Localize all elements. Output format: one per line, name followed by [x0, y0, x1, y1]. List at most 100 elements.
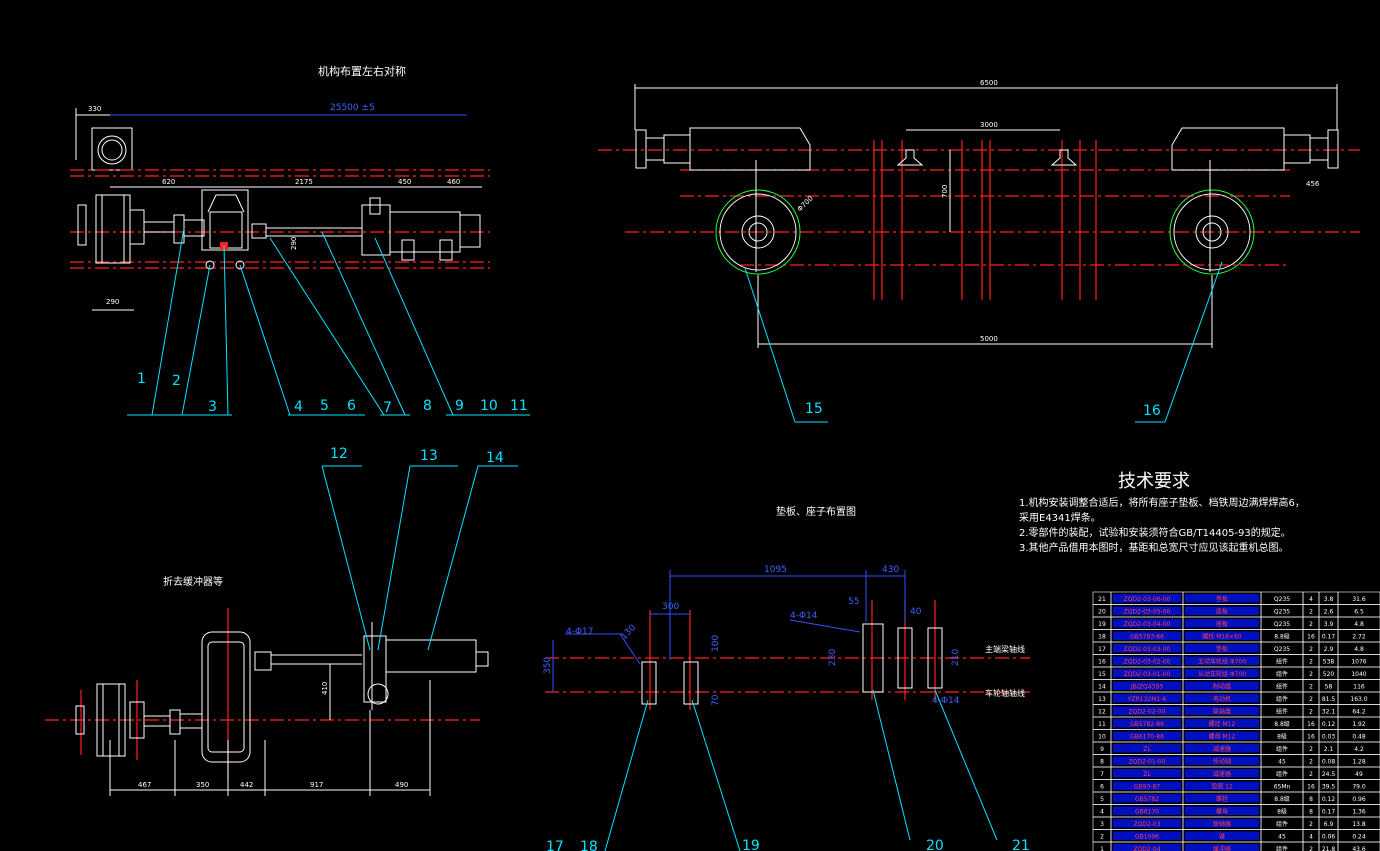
bom-cell: 16: [1307, 634, 1315, 641]
hole-1: 4-Φ17: [566, 627, 594, 637]
bom-cell: 电动机: [1213, 695, 1231, 703]
bom-cell: 2: [1309, 684, 1313, 691]
bom-cell: Q235: [1274, 609, 1290, 616]
bom-cell: 116: [1353, 684, 1365, 691]
bom-cell: 0.48: [1352, 734, 1366, 741]
leaders-mid: [321, 465, 518, 651]
callout-21: 21: [1012, 838, 1030, 851]
bom-cell: ZL: [1143, 746, 1151, 753]
bom-cell: Q235: [1274, 621, 1290, 628]
bom-cell: JB/ZQ4393: [1130, 684, 1163, 691]
bom-cell: 39.5: [1322, 784, 1336, 791]
callout-8: 8: [423, 398, 432, 414]
bom-cell: ZQD2-03-04-00: [1124, 621, 1171, 628]
bom-cell: 520: [1323, 671, 1335, 678]
dim-430: 430: [882, 565, 899, 575]
dim-70: 70: [711, 694, 721, 706]
bom-cell: 螺母: [1216, 808, 1228, 816]
bom-cell: 1.36: [1352, 809, 1366, 816]
bom-cell: 减速器: [1213, 745, 1231, 753]
title-folded-view: 折去缓冲器等: [163, 575, 223, 588]
bom-cell: 键: [1219, 833, 1225, 841]
bom-cell: 螺母 M12: [1209, 733, 1236, 741]
title-mechanism-layout: 机构布置左右对称: [318, 64, 406, 78]
bom-cell: 2: [1309, 659, 1313, 666]
bom-cell: 6: [1100, 784, 1104, 791]
bom-cell: 31.6: [1352, 596, 1366, 603]
bom-cell: 19: [1098, 621, 1106, 628]
bom-cell: Q235: [1274, 646, 1290, 653]
bom-cell: 0.17: [1322, 634, 1336, 641]
bom-cell: 8.8级: [1274, 633, 1290, 641]
bom-cell: 2: [1309, 696, 1313, 703]
title-pad-layout: 垫板、座子布置图: [776, 505, 856, 518]
bom-cell: 20: [1098, 609, 1106, 616]
bom-cell: 16: [1098, 659, 1106, 666]
hole-2: 4-Φ14: [790, 611, 818, 621]
bom-cell: 传动轴: [1213, 758, 1231, 766]
bom-cell: ZQD2-03-02-00: [1124, 659, 1171, 666]
bom-cell: 2: [1309, 671, 1313, 678]
bom-cell: 组件: [1276, 770, 1288, 778]
bom-cell: 2.6: [1324, 609, 1334, 616]
bom-cell: 11: [1098, 721, 1106, 728]
bom-cell: 2.1: [1324, 746, 1334, 753]
bom-cell: 0.06: [1322, 834, 1336, 841]
label-main-axis: 主端梁轴线: [985, 644, 1025, 654]
dim-overall: 6500: [980, 79, 998, 87]
dim-bl-1: 467: [138, 781, 151, 789]
tech-requirements: 技术要求 1.机构安装调整合适后，将所有座子垫板、档铁周边满焊焊高6， 采用E4…: [1019, 471, 1305, 554]
bom-cell: 3: [1100, 821, 1104, 828]
tech-line-2: 采用E4341焊条。: [1019, 511, 1101, 524]
bom-cell: 58: [1325, 684, 1333, 691]
leaders-top-left: [127, 227, 530, 416]
top-right-view: 6500 3000: [598, 79, 1360, 348]
bom-cell: 0.12: [1322, 721, 1336, 728]
bom-cell: 组件: [1276, 708, 1288, 716]
bom-cell: ZQD2-03-05-00: [1124, 609, 1171, 616]
bom-cell: 组件: [1276, 845, 1288, 851]
bom-cell: 8级: [1277, 733, 1287, 741]
bom-cell: 13: [1098, 696, 1106, 703]
bom-cell: 1076: [1351, 659, 1366, 666]
leaders-bottom: [604, 689, 998, 851]
bom-cell: 垫圈 12: [1211, 783, 1233, 791]
dim-210: 210: [951, 649, 961, 666]
callout-20: 20: [926, 838, 944, 851]
bom-cell: 座板: [1216, 620, 1228, 628]
bom-cell: 2: [1309, 821, 1313, 828]
bom-cell: 联轴器: [1213, 820, 1231, 828]
tech-heading: 技术要求: [1118, 471, 1190, 492]
leaders-top-right: [744, 261, 1223, 423]
bom-cell: 32.1: [1322, 709, 1336, 716]
bom-cell: 2.9: [1324, 646, 1334, 653]
bom-cell: 2: [1309, 846, 1313, 851]
callout-14: 14: [486, 450, 504, 466]
dim-d7: 290: [106, 298, 119, 306]
callouts-top: 1 2 3 4 5 6 7 8 9 10 11: [137, 371, 528, 416]
tech-line-1: 1.机构安装调整合适后，将所有座子垫板、档铁周边满焊焊高6，: [1019, 496, 1305, 509]
bom-cell: 21.8: [1322, 846, 1336, 851]
bom-cell: 538: [1323, 659, 1335, 666]
bom-cell: 64.2: [1352, 709, 1366, 716]
bom-cell: 65Mn: [1274, 784, 1291, 791]
bom-cell: 1: [1100, 846, 1104, 851]
bom-cell: 6.9: [1324, 821, 1334, 828]
bom-cell: 3.8: [1324, 596, 1334, 603]
bom-cell: ZQD2-03: [1133, 821, 1160, 828]
dim-side: 456: [1306, 180, 1320, 188]
dim-bl-2: 350: [196, 781, 209, 789]
callout-6: 6: [347, 398, 356, 414]
